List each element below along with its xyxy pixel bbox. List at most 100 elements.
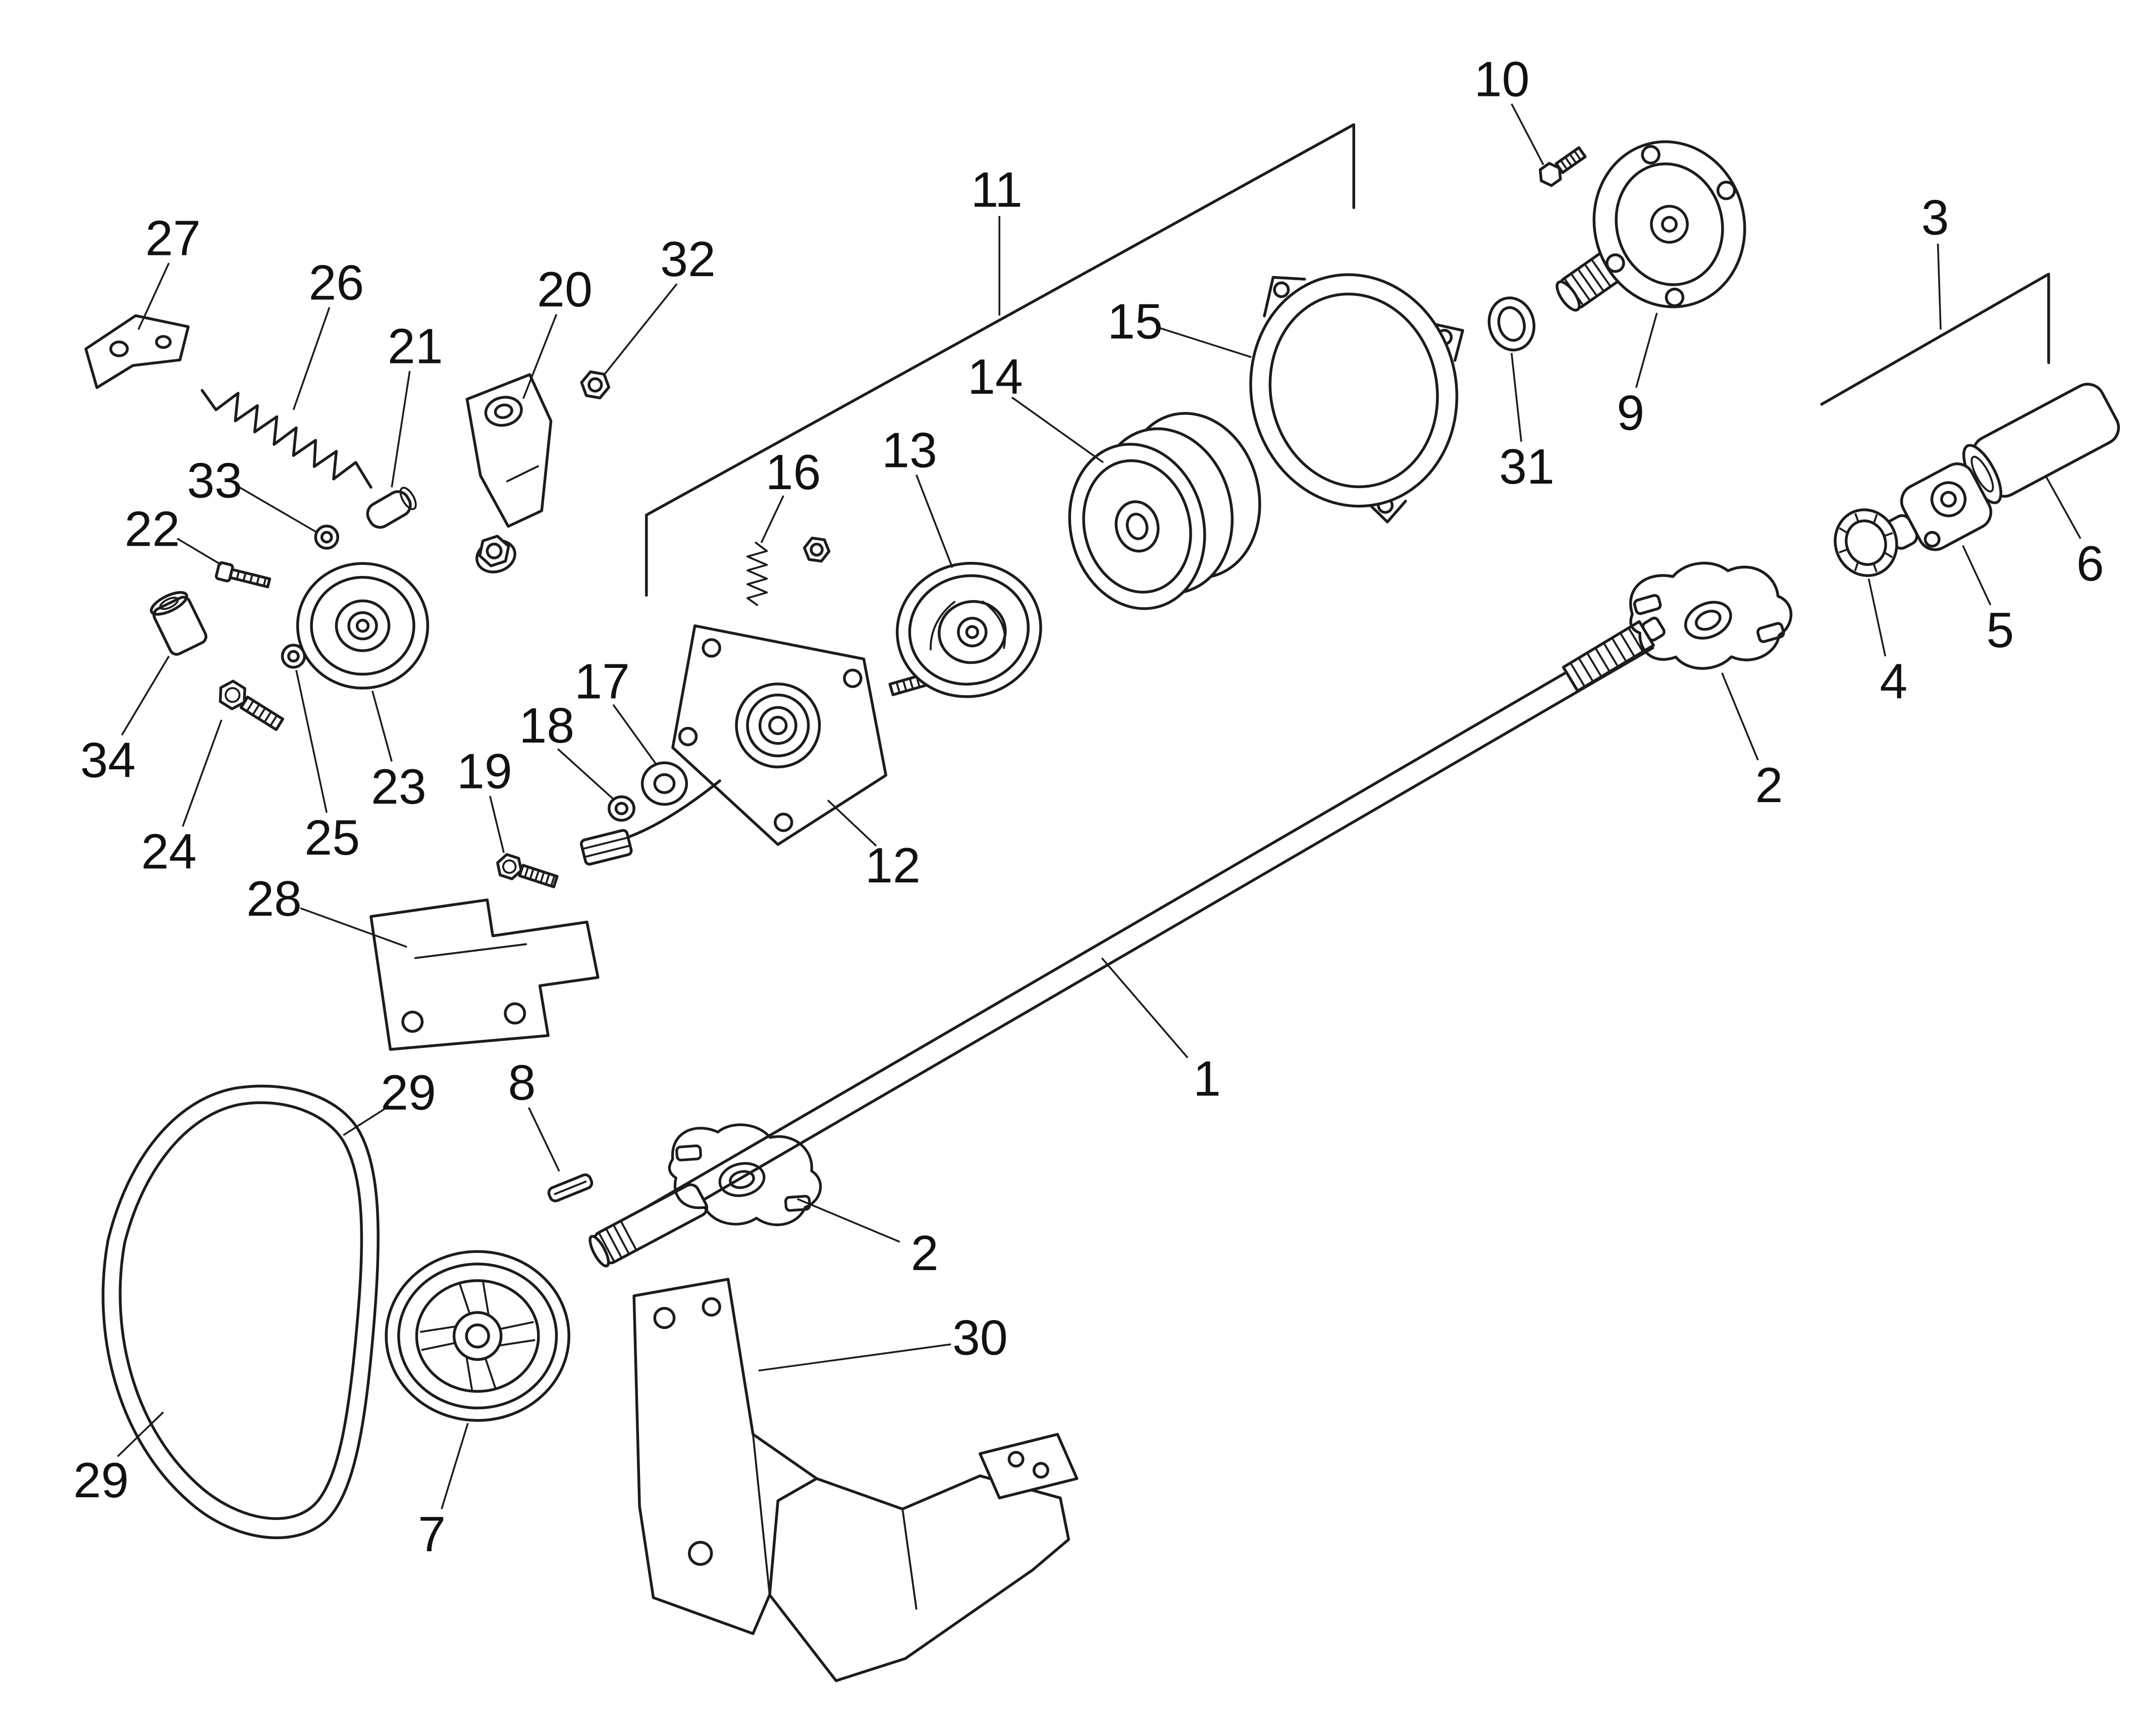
part-9-flange-hub — [1556, 140, 1746, 312]
part-33-washer — [314, 524, 339, 550]
callout-leader-24 — [182, 719, 223, 827]
callout-leader-15 — [1159, 327, 1252, 358]
callout-label-27: 27 — [145, 211, 201, 266]
callout-label-8: 8 — [508, 1055, 536, 1111]
callout-label-9: 9 — [1617, 385, 1644, 440]
part-24-bolt — [219, 679, 285, 731]
part-17-washer — [640, 761, 688, 806]
part-29-v-belt — [101, 1084, 380, 1540]
part-7-pulley — [385, 1250, 570, 1422]
callout-label-28: 28 — [246, 871, 302, 926]
callout-leader-3 — [1937, 243, 1942, 330]
part-10-bolt — [1538, 146, 1587, 187]
callout-leader-7 — [441, 1423, 469, 1509]
callout-label-30: 30 — [952, 1309, 1008, 1365]
callout-label-29: 29 — [73, 1452, 129, 1508]
callout-leader-19 — [489, 796, 505, 853]
part-11-assembly-boundary — [645, 123, 1355, 597]
callout-leader-2 — [1721, 672, 1759, 761]
callout-leader-22 — [177, 538, 222, 566]
callout-label-32: 32 — [660, 231, 716, 287]
part-6-tube — [1962, 383, 2120, 504]
callout-leader-29 — [343, 1105, 390, 1136]
callout-label-24: 24 — [141, 824, 197, 879]
callout-leader-18 — [557, 748, 615, 801]
part-23-idler-pulley — [296, 562, 430, 690]
part-19-bolt — [496, 853, 559, 888]
part-20-pivot-bracket — [465, 373, 553, 573]
callout-leader-17 — [612, 704, 657, 765]
callout-leader-25 — [295, 670, 328, 813]
callout-leader-4 — [1867, 578, 1887, 657]
part-5-u-joint — [1885, 462, 1993, 551]
callout-label-13: 13 — [882, 422, 937, 478]
callout-label-1: 1 — [1193, 1050, 1221, 1106]
part-34-bushing — [150, 591, 207, 656]
callout-leader-30 — [758, 1343, 951, 1372]
callout-leader-34 — [121, 656, 170, 736]
callout-label-15: 15 — [1107, 293, 1163, 349]
callout-label-19: 19 — [457, 744, 512, 799]
part-16-spring-and-nut — [746, 537, 831, 606]
part-15-backing-plate — [1249, 273, 1464, 523]
callout-label-11: 11 — [971, 162, 1022, 218]
callout-leader-5 — [1962, 545, 1992, 606]
callout-leader-12 — [827, 799, 877, 847]
callout-leader-1 — [1101, 957, 1189, 1059]
callout-leader-21 — [391, 371, 411, 488]
callout-label-20: 20 — [537, 261, 593, 317]
part-18-washer — [607, 795, 635, 822]
callout-label-2: 2 — [911, 1225, 939, 1281]
part-2-bearing-flange-rear — [1625, 554, 1796, 675]
callout-leader-33 — [239, 486, 316, 533]
callout-label-5: 5 — [1987, 602, 2014, 658]
part-3-assembly-boundary — [1820, 273, 2050, 406]
callout-label-17: 17 — [574, 653, 630, 709]
callout-label-18: 18 — [519, 698, 574, 753]
part-28-bracket — [369, 898, 600, 1051]
callout-leader-6 — [2045, 476, 2081, 539]
callout-label-7: 7 — [418, 1506, 446, 1562]
callout-leader-20 — [522, 313, 558, 399]
callout-leader-10 — [1511, 103, 1544, 166]
part-12-bearing-plate — [580, 624, 954, 866]
callout-leader-2 — [797, 1198, 900, 1243]
part-31-seal-washer — [1487, 296, 1536, 352]
callout-label-21: 21 — [388, 319, 443, 374]
callout-label-22: 22 — [125, 501, 180, 557]
callout-leader-28 — [300, 907, 407, 948]
callout-label-25: 25 — [304, 810, 360, 865]
callout-label-2: 2 — [1755, 757, 1783, 813]
callout-label-31: 31 — [1499, 439, 1555, 494]
callout-label-12: 12 — [865, 837, 921, 893]
callout-leader-26 — [292, 307, 331, 410]
part-22-screw — [215, 561, 272, 589]
callout-label-16: 16 — [766, 444, 821, 500]
callout-leader-32 — [604, 283, 678, 375]
callout-label-4: 4 — [1880, 653, 1907, 709]
part-8-key — [547, 1173, 594, 1202]
part-13-fan-pulley — [895, 561, 1042, 698]
callout-label-26: 26 — [309, 254, 364, 310]
callout-leader-29 — [117, 1411, 164, 1457]
callout-label-23: 23 — [371, 759, 426, 814]
callout-leader-16 — [760, 495, 784, 543]
part-4-splined-coupler — [1834, 508, 1898, 577]
callout-label-10: 10 — [1474, 51, 1530, 107]
callout-leader-14 — [1011, 396, 1104, 463]
callout-label-3: 3 — [1921, 190, 1949, 245]
part-30-support-bracket — [632, 1278, 1079, 1682]
part-14-double-pulley — [1068, 412, 1261, 610]
part-1-shaft — [589, 616, 1666, 1268]
part-26-spring — [200, 389, 372, 489]
part-21-spacer — [366, 487, 417, 529]
callout-leader-23 — [371, 691, 393, 762]
callout-leader-27 — [137, 262, 170, 330]
callout-label-29: 29 — [381, 1065, 436, 1120]
callout-label-34: 34 — [80, 732, 136, 788]
part-32-nut — [580, 370, 611, 400]
callout-label-6: 6 — [2076, 536, 2104, 591]
